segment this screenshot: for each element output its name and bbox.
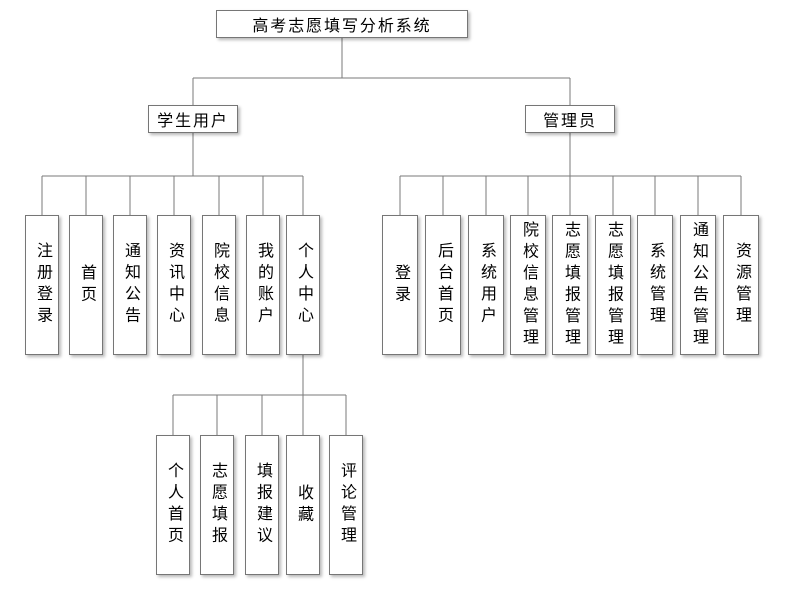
node-backend-home: 后台首页 [425, 215, 461, 355]
node-login: 登录 [382, 215, 418, 355]
admin-label: 管理员 [543, 113, 597, 130]
node-college-info-management: 院校信息管理 [510, 215, 546, 355]
node-admin: 管理员 [525, 105, 615, 133]
node-register-login: 注册登录 [25, 215, 59, 355]
node-notice-announcement: 通知公告 [113, 215, 147, 355]
connector-personal-center-branch [172, 355, 347, 435]
node-comment-management: 评论管理 [329, 435, 363, 575]
node-home: 首页 [69, 215, 103, 355]
node-college-info: 院校信息 [202, 215, 236, 355]
root-label: 高考志愿填写分析系统 [252, 18, 432, 35]
node-resource-management: 资源管理 [723, 215, 759, 355]
connector-student-branch [41, 133, 304, 215]
node-application-suggestion: 填报建议 [245, 435, 279, 575]
node-my-account: 我的账户 [246, 215, 280, 355]
node-root: 高考志愿填写分析系统 [216, 10, 468, 38]
node-notice-management: 通知公告管理 [680, 215, 716, 355]
student-user-label: 学生用户 [157, 113, 229, 130]
connector-root [192, 38, 571, 105]
node-volunteer-application-management-1: 志愿填报管理 [552, 215, 588, 355]
connector-admin-branch [399, 133, 742, 215]
node-system-management: 系统管理 [637, 215, 673, 355]
node-favorites: 收藏 [286, 435, 320, 575]
node-volunteer-application: 志愿填报 [200, 435, 234, 575]
node-student-user: 学生用户 [148, 105, 238, 133]
node-system-user: 系统用户 [468, 215, 504, 355]
node-personal-home: 个人首页 [156, 435, 190, 575]
node-volunteer-application-management-2: 志愿填报管理 [595, 215, 631, 355]
node-personal-center: 个人中心 [286, 215, 320, 355]
node-info-center: 资讯中心 [157, 215, 191, 355]
